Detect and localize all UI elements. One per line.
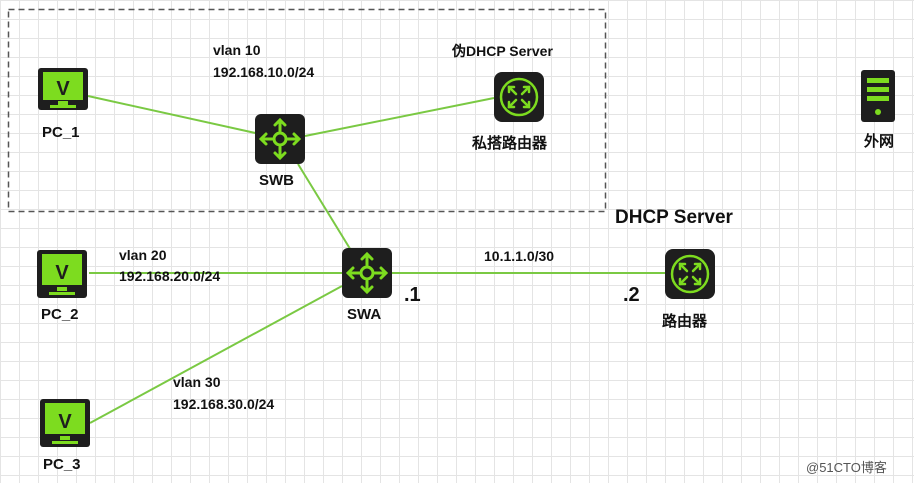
pc1-label: PC_1 [42,124,80,141]
internet-server-icon[interactable] [861,70,895,122]
swb-switch-icon[interactable] [255,114,305,164]
watermark: @51CTO博客 [806,460,887,475]
pc3-label: PC_3 [43,456,81,473]
pc2-label: PC_2 [41,306,79,323]
swa-label: SWA [347,306,382,323]
svg-text:V: V [58,411,72,433]
rogue-router-icon[interactable] [494,72,544,122]
rogue-router-label: 私搭路由器 [472,135,548,152]
link-swb-rogue-router [304,97,495,137]
vlan10-name: vlan 10 [213,42,261,58]
link-pc3-swa [89,285,343,424]
link-network-label: 10.1.1.0/30 [484,248,555,264]
link-swb-swa [297,163,353,253]
link-pc1-swb [87,95,279,139]
router-label: 路由器 [662,313,708,330]
svg-text:V: V [55,262,69,284]
vlan10-network: 192.168.10.0/24 [213,64,315,80]
vlan20-name: vlan 20 [119,247,167,263]
swa-switch-icon[interactable] [342,248,392,298]
svg-text:V: V [56,78,70,100]
pc2-monitor-icon[interactable]: V [37,250,87,298]
vlan30-name: vlan 30 [173,374,221,390]
swb-label: SWB [259,172,294,189]
vlan20-network: 192.168.20.0/24 [119,268,221,284]
vlan30-network: 192.168.30.0/24 [173,396,275,412]
pc3-monitor-icon[interactable]: V [40,399,90,447]
swa-ip-label: .1 [404,284,421,306]
router-ip-label: .2 [623,284,640,306]
pc1-monitor-icon[interactable]: V [38,68,88,110]
router-icon[interactable] [665,249,715,299]
dhcp-server-label: DHCP Server [615,207,733,228]
fake-dhcp-label: 伪DHCP Server [452,43,553,59]
internet-label: 外网 [864,133,895,150]
